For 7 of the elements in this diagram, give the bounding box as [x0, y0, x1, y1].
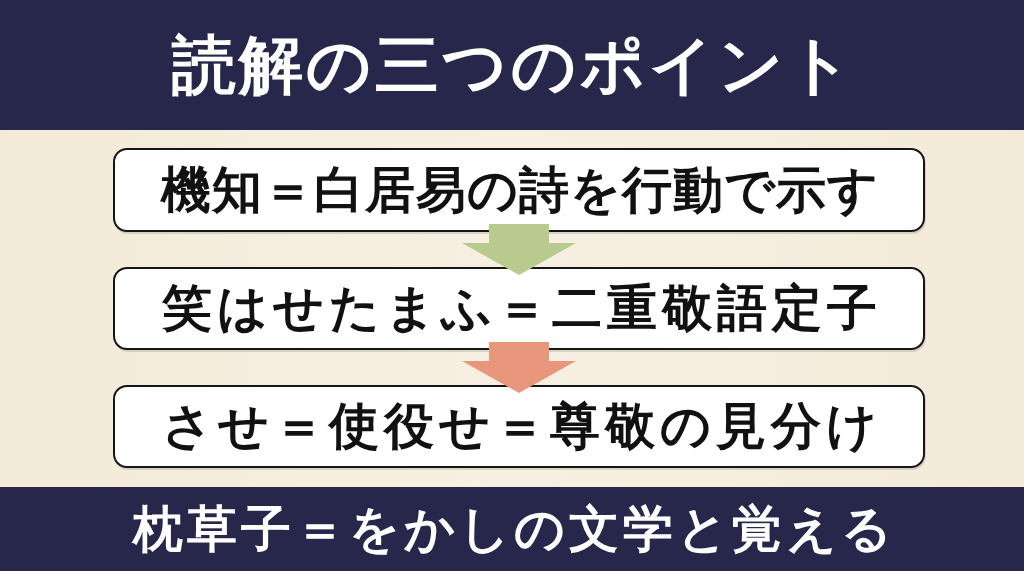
caption-banner: 枕草子＝をかしの文学と覚える	[0, 487, 1024, 571]
title-banner: 読解の三つのポイント	[0, 0, 1024, 130]
down-arrow	[462, 342, 576, 393]
point-box: 機知＝白居易の詩を行動で示す	[113, 148, 925, 232]
point-box: させ＝使役せ＝尊敬の見分け	[113, 385, 925, 468]
down-arrow	[462, 224, 576, 275]
point-box: 笑はせたまふ＝二重敬語定子	[113, 267, 925, 350]
